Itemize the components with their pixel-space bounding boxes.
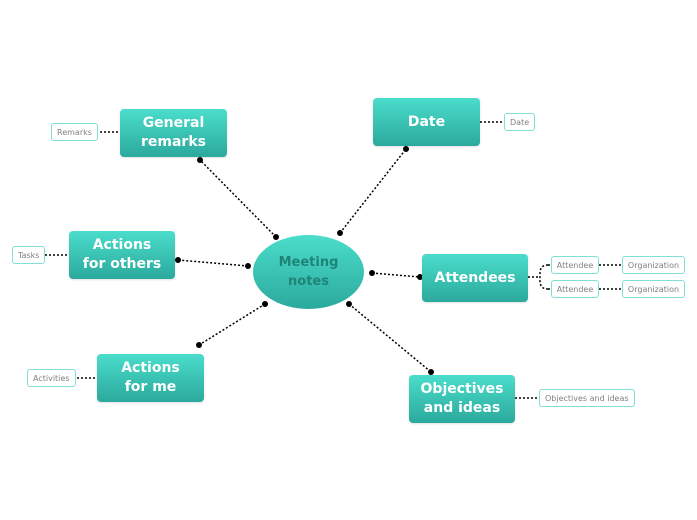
subtopic-organization[interactable]: Organization [622, 256, 685, 274]
subtopic-organization[interactable]: Organization [622, 280, 685, 298]
topic-date[interactable]: Date [373, 98, 480, 146]
connector-dot [346, 301, 352, 307]
connector-general-remarks [199, 159, 277, 238]
subtopic-objectives-and-ideas[interactable]: Objectives and ideas [539, 389, 635, 407]
subtopic-activities[interactable]: Activities [27, 369, 76, 387]
connector-dot [273, 234, 279, 240]
connector-actions-me [198, 303, 266, 346]
connector-actions-others [177, 259, 249, 267]
connector-dot [245, 263, 251, 269]
topic-objectives-and-ideas[interactable]: Objectives and ideas [409, 375, 515, 423]
connector-dot [337, 230, 343, 236]
connector-attendees [371, 272, 421, 278]
connector-dot [428, 369, 434, 375]
subtopic-attendee[interactable]: Attendee [551, 256, 599, 274]
connector-objectives [348, 303, 432, 373]
connector-dot [417, 274, 423, 280]
connector-dot [403, 146, 409, 152]
topic-attendees[interactable]: Attendees [422, 254, 528, 302]
central-topic[interactable]: Meeting notes [253, 235, 364, 309]
topic-actions-for-others[interactable]: Actions for others [69, 231, 175, 279]
subtopic-remarks[interactable]: Remarks [51, 123, 98, 141]
subtopic-tasks[interactable]: Tasks [12, 246, 46, 264]
connector-dot [262, 301, 268, 307]
connector-dot [197, 157, 203, 163]
topic-general-remarks[interactable]: General remarks [120, 109, 227, 157]
subtopic-attendee[interactable]: Attendee [551, 280, 599, 298]
connector-attendee-bracket [528, 264, 549, 290]
subtopic-date[interactable]: Date [504, 113, 536, 131]
connector-dot [196, 342, 202, 348]
connector-date [339, 148, 407, 234]
connector-dot [369, 270, 375, 276]
topic-actions-for-me[interactable]: Actions for me [97, 354, 204, 402]
connector-dot [175, 257, 181, 263]
